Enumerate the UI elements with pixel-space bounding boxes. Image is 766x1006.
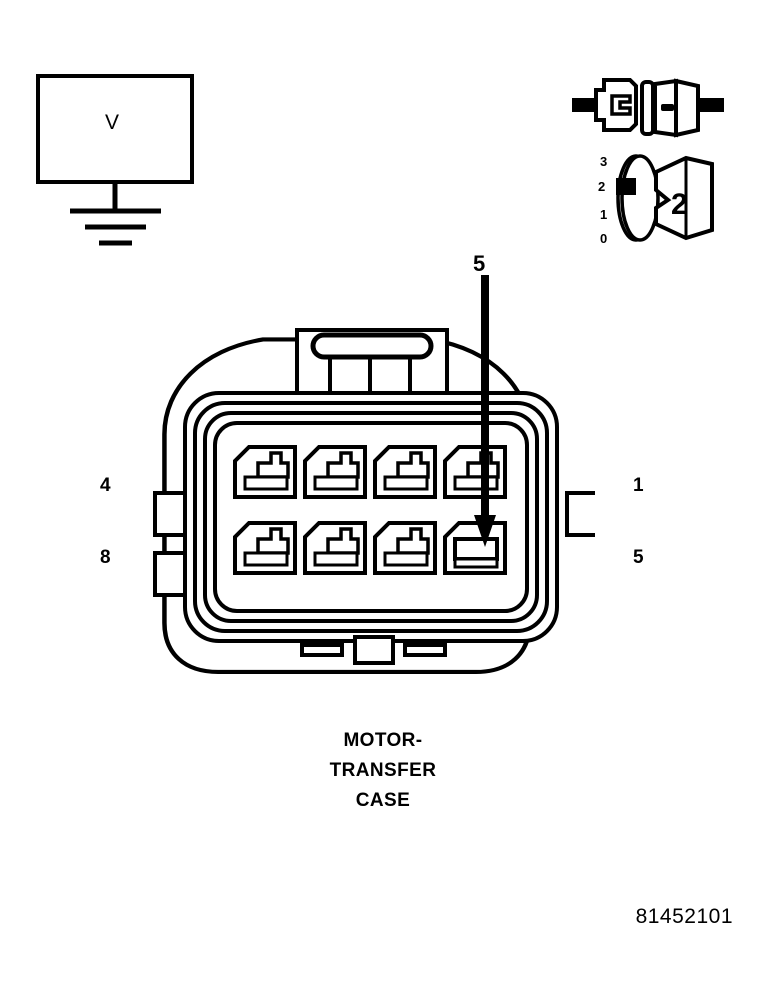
pin-cavity-row2-col4[interactable] — [443, 521, 507, 575]
pin-cavity-row2-col3[interactable] — [373, 521, 437, 575]
voltmeter-group — [30, 70, 205, 250]
probe-group — [570, 72, 735, 144]
probe-female-collar — [640, 80, 655, 136]
pin-cavity-row1-col2[interactable] — [303, 445, 367, 499]
pin-cavity-row2-col1[interactable] — [233, 521, 297, 575]
figure-id-number: 81452101 — [635, 905, 733, 928]
caption-line-2: TRANSFER — [329, 760, 437, 781]
pin-number-top-left: 4 — [100, 475, 111, 496]
probe-left-lead — [572, 98, 596, 112]
dial-face-value: 2 — [671, 188, 688, 221]
dial-scale-label-1: 1 — [600, 207, 608, 222]
bottom-tab-left — [300, 643, 344, 657]
connector-right-wing — [565, 491, 595, 537]
dial-position-marker — [616, 178, 636, 195]
probe-male-blade — [610, 94, 632, 116]
probe-right-lead — [698, 98, 724, 112]
dial-knob-body[interactable] — [654, 155, 714, 241]
pin-cavity-row1-col1[interactable] — [233, 445, 297, 499]
voltmeter-svg — [36, 74, 194, 246]
pin-cavity-row2-col2[interactable] — [303, 521, 367, 575]
probe-svg — [572, 78, 724, 138]
connector-svg — [153, 328, 595, 674]
probe-female-slot — [661, 104, 674, 111]
caption-line-1: MOTOR- — [343, 730, 423, 751]
pin-number-bottom-left: 8 — [100, 547, 111, 568]
connector-group — [145, 325, 595, 695]
dial-ring-inner — [620, 154, 660, 242]
pin-cavity-row1-col3[interactable] — [373, 445, 437, 499]
dial-scale-label-0: 0 — [600, 231, 608, 246]
probe-female-barrel-rear — [674, 78, 700, 138]
connector-left-wing-upper — [153, 491, 190, 537]
dial-scale-label-3: 3 — [600, 154, 608, 169]
callout-arrow-svg — [474, 275, 496, 547]
caption-line-3: CASE — [355, 790, 411, 811]
pin-number-top-right: 1 — [633, 475, 644, 496]
callout-label-5: 5 — [473, 251, 486, 276]
rotary-dial-svg[interactable] — [612, 150, 720, 250]
bottom-tab-right — [403, 643, 447, 657]
connector-caption: MOTOR- TRANSFER CASE — [0, 726, 766, 816]
latch-bar — [310, 332, 434, 360]
pin-number-bottom-right: 5 — [633, 547, 644, 568]
callout-arrow-group — [470, 275, 510, 560]
voltmeter-symbol-letter: V — [105, 111, 120, 134]
bottom-tab-center — [353, 635, 395, 665]
callout-arrow-head — [474, 515, 496, 547]
dial-scale-label-2: 2 — [598, 179, 606, 194]
rotary-dial-group[interactable] — [612, 150, 720, 250]
